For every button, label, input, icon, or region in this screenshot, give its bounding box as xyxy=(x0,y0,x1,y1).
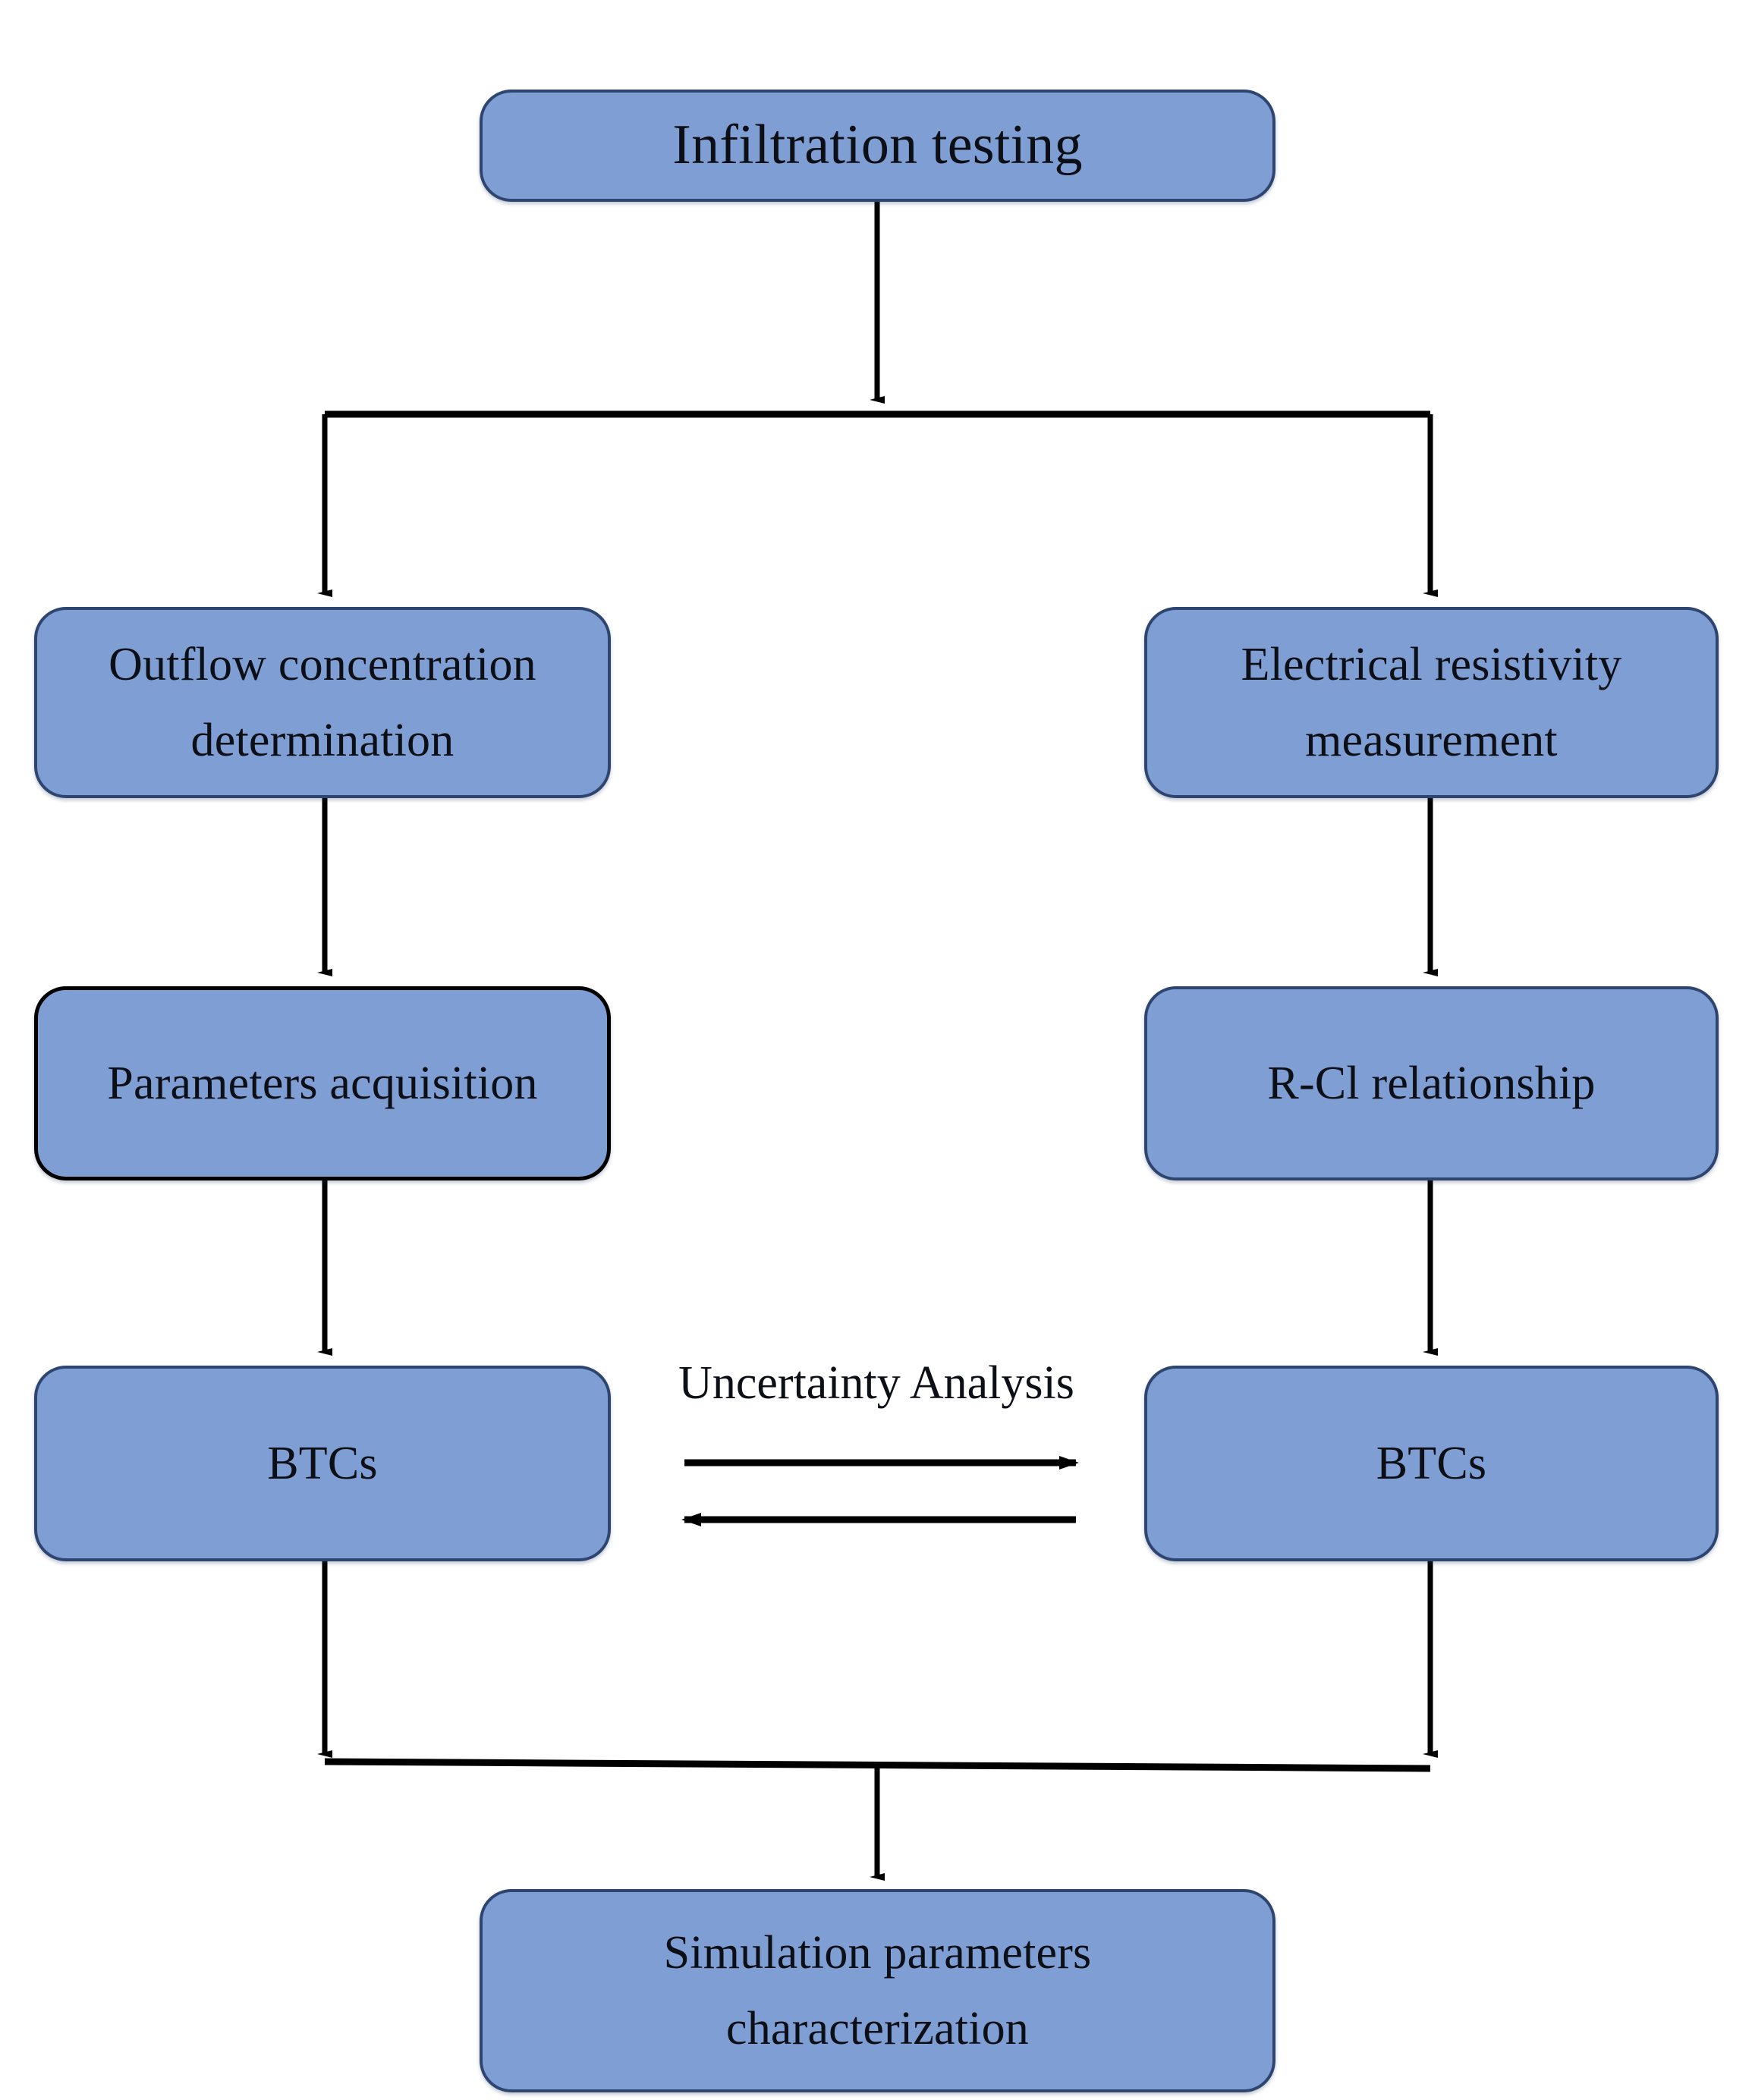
merge-bar xyxy=(324,1758,1431,1772)
uncertainty-analysis-label: Uncertainty Analysis xyxy=(678,1357,1074,1409)
node-label-line: BTCs xyxy=(267,1437,378,1489)
node-label-line: Outflow concentration xyxy=(109,638,536,690)
node-label-line: Parameters acquisition xyxy=(107,1057,538,1109)
node-label-line: Infiltration testing xyxy=(672,114,1083,177)
node-label-line: BTCs xyxy=(1376,1437,1487,1489)
node-label-line: R-Cl relationship xyxy=(1267,1057,1596,1109)
node-electrical-resistivity-measurement[interactable]: Electrical resistivity measurement xyxy=(1144,607,1719,798)
node-btcs-right[interactable]: BTCs xyxy=(1144,1366,1719,1561)
node-r-cl-relationship[interactable]: R-Cl relationship xyxy=(1144,986,1719,1180)
node-outflow-concentration-determination[interactable]: Outflow concentration determination xyxy=(34,607,611,798)
node-label-line: Electrical resistivity xyxy=(1241,638,1622,690)
node-label-line: characterization xyxy=(725,2003,1030,2054)
node-btcs-left[interactable]: BTCs xyxy=(34,1366,611,1561)
node-label-line: determination xyxy=(190,715,455,766)
node-parameters-acquisition[interactable]: Parameters acquisition xyxy=(34,986,611,1180)
node-simulation-parameters-characterization[interactable]: Simulation parameters characterization xyxy=(480,1889,1275,2092)
node-infiltration-testing[interactable]: Infiltration testing xyxy=(480,90,1275,202)
node-label-line: Simulation parameters xyxy=(663,1926,1092,1979)
node-label-line: measurement xyxy=(1305,715,1558,766)
